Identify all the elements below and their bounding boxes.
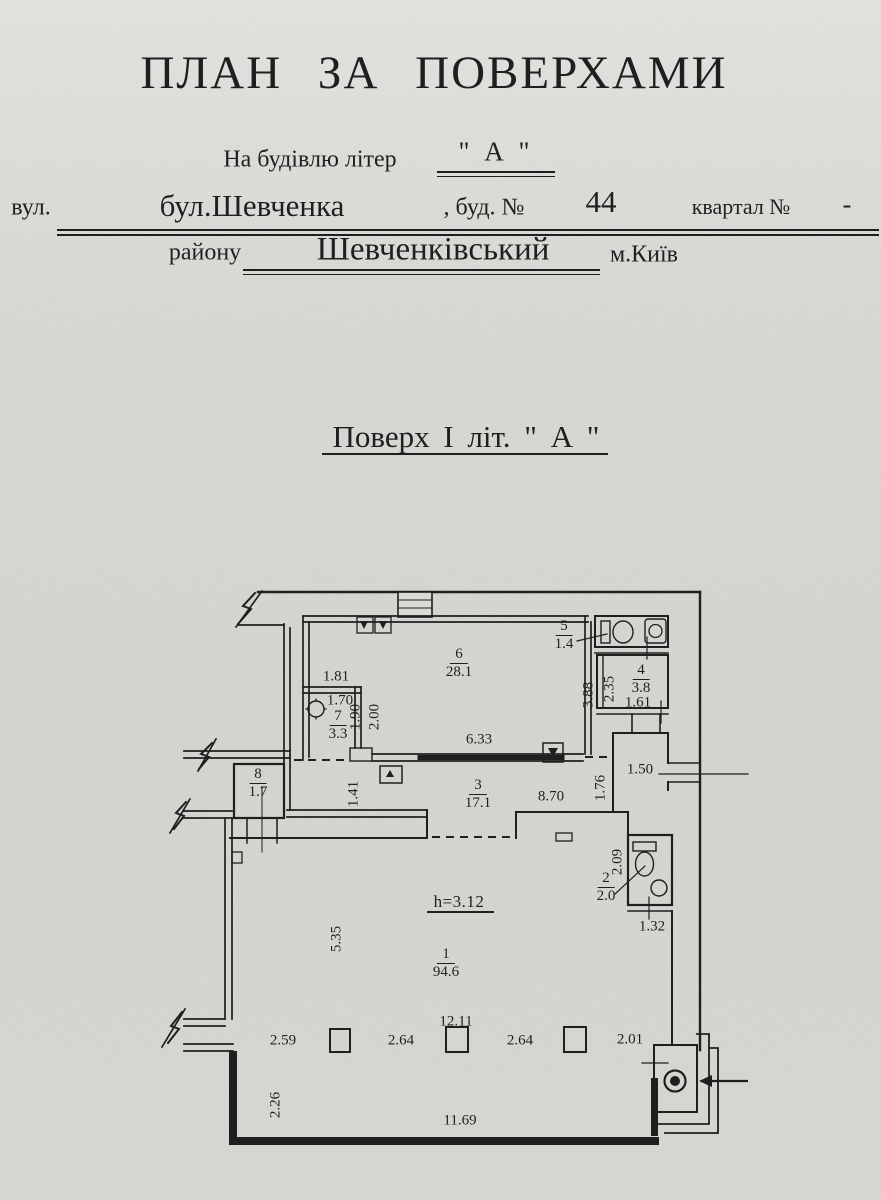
room4-walls <box>596 654 669 709</box>
underline-building-2 <box>437 175 555 177</box>
dim-2-64-b: 2.64 <box>506 1032 534 1049</box>
wall-lines <box>160 589 749 1134</box>
floor-title: Поверх І літ. " А " <box>332 419 600 454</box>
toilet-icon <box>600 620 634 644</box>
underline-street-2 <box>57 234 879 236</box>
building-letter-label: На будівлю літер <box>223 146 397 173</box>
fixture-box <box>542 742 564 763</box>
vent-arrow-icon <box>360 621 368 629</box>
dim-2-09: 2.09 <box>609 848 626 876</box>
dim-2-59: 2.59 <box>269 1032 297 1049</box>
dim-1-50: 1.50 <box>626 761 654 778</box>
district-value: Шевченківський <box>316 231 550 268</box>
underline-district <box>243 269 600 271</box>
filled-symbols <box>229 621 712 1145</box>
vent-arrow-icon <box>379 621 387 629</box>
ceiling-height-note: h=3.12 <box>433 892 485 911</box>
toilet-icon <box>632 841 657 877</box>
room5-leader-line <box>576 633 608 642</box>
vent-icon <box>374 616 392 634</box>
dim-11-69: 11.69 <box>443 1112 477 1129</box>
sink-icon <box>650 879 668 897</box>
room5-walls <box>594 615 669 648</box>
column-symbol <box>329 1028 351 1053</box>
underline-street <box>57 229 879 231</box>
entry-marker-icon <box>663 1069 687 1093</box>
building-letter-value: " А " <box>458 136 530 167</box>
dashed-opening-lines <box>294 756 611 838</box>
wall-break-icon <box>172 800 188 831</box>
wall-break-icon <box>197 741 214 771</box>
room-label-8: 8 1.7 <box>248 766 268 800</box>
room-label-7: 7 3.3 <box>328 708 348 742</box>
house-number-label: , буд. № <box>443 194 525 221</box>
room-label-2: 2 2.0 <box>596 870 616 904</box>
street-prefix: вул. <box>11 194 51 221</box>
district-label: району <box>168 239 242 266</box>
dim-12-11: 12.11 <box>439 1013 473 1030</box>
dim-8-70: 8.70 <box>537 788 565 805</box>
quarter-value: - <box>842 190 852 219</box>
house-number-value: 44 <box>585 184 617 219</box>
fixture-box <box>379 765 403 784</box>
down-arrow-icon <box>548 748 558 757</box>
dim-1-81: 1.81 <box>322 668 350 685</box>
column-symbol <box>563 1026 587 1053</box>
dim-1-41: 1.41 <box>345 780 362 808</box>
washbasin-icon <box>305 698 327 720</box>
entry-symbols <box>663 1069 748 1093</box>
dim-2-26: 2.26 <box>267 1091 284 1119</box>
dim-1-70: 1.70 <box>326 692 354 709</box>
wall-break-icon <box>166 1010 184 1045</box>
dim-2-35: 2.35 <box>601 675 618 703</box>
vent-icon <box>356 616 374 634</box>
dim-2-01: 2.01 <box>616 1031 644 1048</box>
quarter-label: квартал № <box>691 194 791 219</box>
dim-6-33: 6.33 <box>465 731 493 748</box>
dim-1-61: 1.61 <box>624 694 652 711</box>
wall-break-icon <box>236 591 257 626</box>
city-value: м.Київ <box>609 241 679 268</box>
sink-icon <box>644 618 667 644</box>
dim-2-00: 2.00 <box>366 703 383 731</box>
underline-building <box>437 171 555 173</box>
entry-arrow-head <box>699 1075 712 1087</box>
room-label-4: 4 3.8 <box>631 662 651 696</box>
dim-5-35: 5.35 <box>328 925 345 953</box>
dim-1-32: 1.32 <box>638 918 666 935</box>
window-symbol <box>397 591 433 618</box>
underline-height-note <box>427 911 494 913</box>
dim-2-64-a: 2.64 <box>387 1032 415 1049</box>
entry-steps <box>664 1047 719 1134</box>
dim-1-76: 1.76 <box>592 774 609 802</box>
up-arrow-icon <box>386 770 394 777</box>
thick-wall <box>651 1078 658 1136</box>
room-label-1: 1 94.6 <box>432 946 460 980</box>
room2-leader-line <box>614 865 646 895</box>
room-label-3: 3 17.1 <box>464 777 492 811</box>
underline-floor-title <box>322 453 608 456</box>
page-title: ПЛАН ЗА ПОВЕРХАМИ <box>140 47 728 99</box>
dim-3-88: 3.88 <box>580 681 597 709</box>
column-symbol <box>445 1026 469 1053</box>
underline-district-2 <box>243 273 600 275</box>
room-label-5: 5 1.4 <box>554 618 574 652</box>
thick-wall <box>229 1051 237 1143</box>
room-label-6: 6 28.1 <box>445 646 473 680</box>
dim-1-90: 1.90 <box>347 703 364 731</box>
street-value: бул.Шевченка <box>159 188 345 223</box>
entry-marker-core <box>670 1076 680 1086</box>
room8-walls <box>232 762 286 820</box>
thick-wall <box>229 1137 659 1145</box>
